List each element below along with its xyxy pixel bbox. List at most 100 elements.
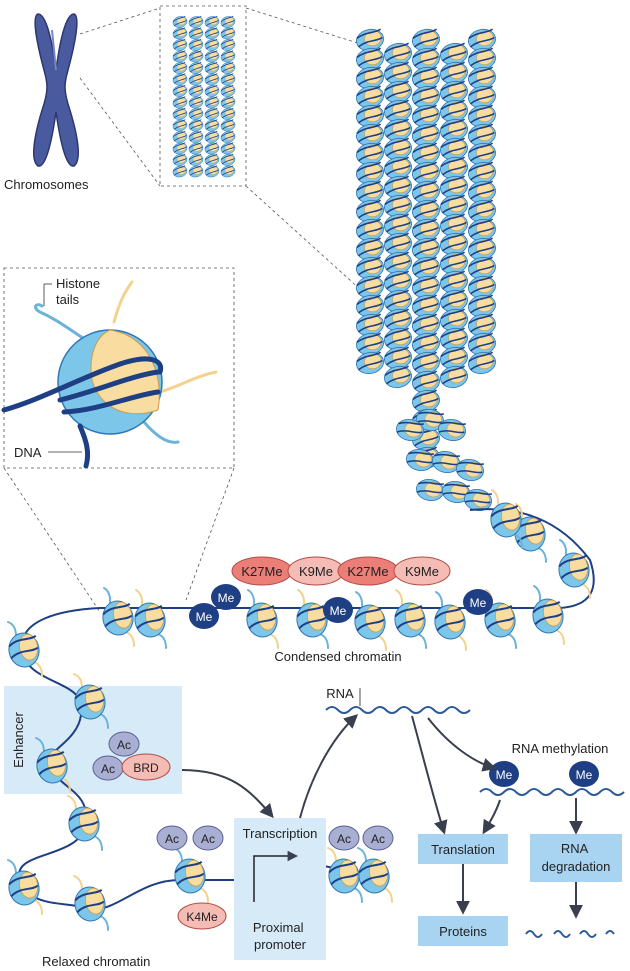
chromosome <box>33 13 79 167</box>
mark-k9me-1: K9Me <box>299 564 333 579</box>
nucleosome <box>219 25 237 42</box>
histone-tail <box>383 887 393 903</box>
translation-box <box>418 834 508 864</box>
proteins-box <box>418 916 508 946</box>
nucleosome <box>219 60 237 76</box>
histone-tail <box>581 583 591 599</box>
me-mark-3: Me <box>330 604 347 618</box>
nucleosome <box>465 349 499 377</box>
nucleosome <box>219 94 237 111</box>
nucleosome <box>219 140 237 157</box>
histone-tail <box>507 633 517 649</box>
nucleosome <box>171 71 189 88</box>
histone-tail <box>377 635 387 651</box>
nucleosome-zoom-lines <box>3 467 235 613</box>
nucleosome <box>187 25 205 42</box>
nucleosome <box>171 106 189 122</box>
nucleosome <box>203 25 221 42</box>
nucleosome <box>437 363 471 391</box>
nucleosome <box>203 152 221 168</box>
nucleosome <box>203 129 221 145</box>
rna-me-2: Me <box>576 768 593 782</box>
histone-tail <box>7 859 17 875</box>
histone-tail <box>457 635 467 651</box>
nucleosome <box>203 14 221 30</box>
histone-tail <box>353 887 363 903</box>
histone-tail <box>157 633 167 649</box>
rna-me-1: Me <box>496 768 513 782</box>
chromosomes-label: Chromosomes <box>4 177 89 192</box>
histone-tail <box>355 591 364 609</box>
rna-label: RNA <box>326 686 354 701</box>
nucleosome <box>187 14 205 30</box>
histone-tail <box>73 673 83 689</box>
relaxed-chromatin-label: Relaxed chromatin <box>42 954 150 969</box>
pathway-arrows <box>181 714 583 919</box>
histone-tail <box>93 835 103 851</box>
nucleosome <box>203 83 221 99</box>
nucleosome <box>171 117 189 134</box>
nucleosome <box>219 129 237 145</box>
fibre-inset-box <box>159 5 247 187</box>
nucleosome <box>203 106 221 122</box>
nucleosome <box>171 140 189 157</box>
nucleosome <box>187 60 205 76</box>
nucleosome <box>187 48 205 65</box>
histone-tail <box>327 847 337 863</box>
nucleosome <box>187 140 205 157</box>
histone-tail <box>297 589 306 607</box>
histone-tail <box>537 547 547 563</box>
histone-tail <box>67 795 77 811</box>
rna-degradation-box <box>530 834 622 882</box>
nucleosome <box>203 94 221 111</box>
k4me-mark: K4Me <box>186 910 218 924</box>
dna-label: DNA <box>14 445 42 460</box>
nucleosome <box>219 37 237 53</box>
nucleosome <box>187 117 205 134</box>
nucleosome <box>171 163 189 180</box>
condensed-chromatin-label: Condensed chromatin <box>274 649 401 664</box>
rna-strand <box>325 706 471 714</box>
histone-tail <box>491 489 500 507</box>
nucleosome <box>413 476 447 504</box>
histone-tail <box>533 585 542 603</box>
ac-mark-1: Ac <box>117 738 131 752</box>
nucleosome <box>171 83 189 99</box>
nucleosome <box>187 83 205 99</box>
translation-label: Translation <box>431 842 495 857</box>
ac-mark-4: Ac <box>201 832 215 846</box>
nucleosome <box>99 597 137 639</box>
relaxed-nucleosomes <box>5 621 393 931</box>
transcription-panel <box>234 818 326 960</box>
nucleosome <box>187 129 205 145</box>
nucleosome <box>353 349 387 377</box>
histone-tail <box>199 887 209 903</box>
histone-tail <box>395 589 404 607</box>
nucleosome <box>219 106 237 122</box>
histone-tail <box>125 631 135 647</box>
nucleosome <box>171 14 189 30</box>
nucleosome <box>203 163 221 180</box>
nucleosome <box>219 117 237 134</box>
nucleosome <box>381 363 415 391</box>
nucleosome-inset-box <box>3 267 235 469</box>
nucleosome <box>203 71 221 88</box>
nucleosome <box>171 94 189 111</box>
histone-tail <box>99 915 109 931</box>
nucleosome <box>203 60 221 76</box>
proteins-label: Proteins <box>439 924 487 939</box>
me-mark-4: Me <box>470 596 487 610</box>
histone-tail <box>7 621 17 637</box>
nucleosome <box>171 37 189 53</box>
repressive-marks: K27Me K9Me K27Me K9Me <box>231 556 451 586</box>
brd-mark: BRD <box>133 761 159 775</box>
rna-degradation-label: RNA degradation <box>542 841 611 874</box>
tss-arrow <box>253 850 299 902</box>
nucleosome <box>171 48 189 65</box>
nucleosome <box>219 152 237 168</box>
condensed-chromatin-fibre <box>353 26 499 514</box>
zoom-lines-top <box>79 7 381 301</box>
nucleosome <box>219 71 237 88</box>
histone-tail <box>417 633 427 649</box>
